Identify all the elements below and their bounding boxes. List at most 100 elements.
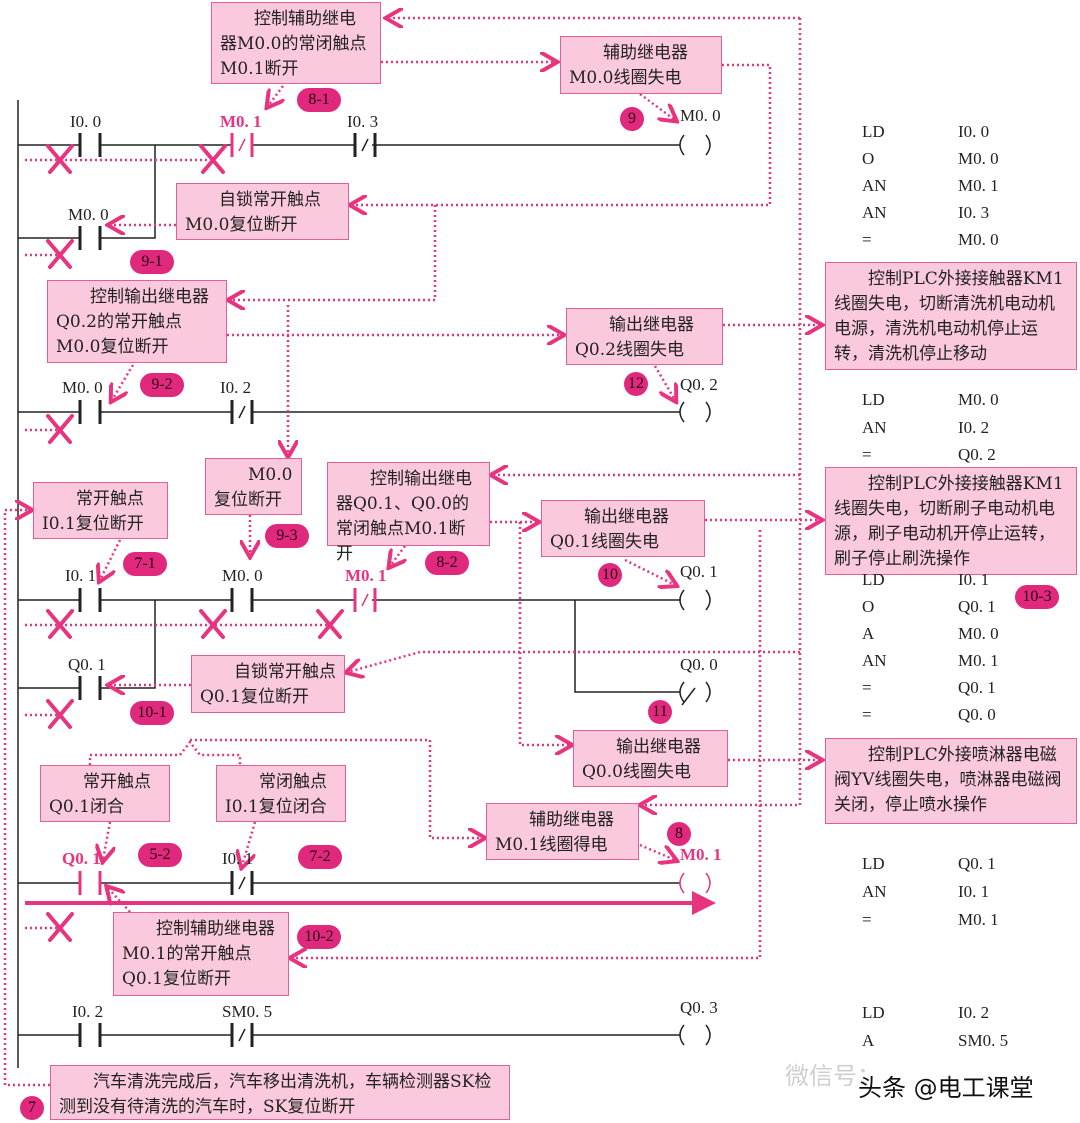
instruction-operand: Q0. 1 xyxy=(958,678,996,697)
element-address-label: M0. 0 xyxy=(62,378,103,397)
broken-x-icon xyxy=(46,912,74,942)
nc-contact-icon xyxy=(230,1023,254,1047)
rungs xyxy=(17,100,680,1068)
annotation-box: 输出继电器Q0.1线圈失电 xyxy=(541,500,705,557)
annotation-box: 输出继电器Q0.2线圈失电 xyxy=(566,308,723,365)
instruction-opcode: = xyxy=(862,445,872,464)
step-badge: 10-2 xyxy=(297,925,341,949)
no-contact-icon xyxy=(78,133,102,157)
no-contact-icon xyxy=(230,588,254,612)
step-badge: 10-3 xyxy=(1015,585,1059,609)
instruction-operand: I0. 3 xyxy=(958,203,990,222)
annotation-box: 辅助继电器M0.0线圈失电 xyxy=(560,36,722,94)
step-badge: 5-2 xyxy=(138,843,182,867)
nc-contact-icon xyxy=(230,400,254,424)
instruction-operand: M0. 1 xyxy=(958,176,999,195)
annotation-box: 控制辅助继电器M0.1的常开触点Q0.1复位断开 xyxy=(113,912,289,996)
instruction-operand: I0. 2 xyxy=(958,417,990,437)
element-address-label: I0. 0 xyxy=(70,112,102,131)
step-badge: 9-2 xyxy=(140,373,184,397)
coil-icon xyxy=(679,589,711,611)
element-address-label: Q0. 1 xyxy=(680,562,718,581)
element-address-label: Q0. 1 xyxy=(62,849,101,868)
instruction-opcode: O xyxy=(862,597,875,616)
step-badge: 12 xyxy=(624,372,648,396)
instruction-operand: M0. 0 xyxy=(958,149,999,168)
instruction-operand: I0. 1 xyxy=(958,570,990,589)
broken-x-icon xyxy=(199,609,227,639)
no-contact-icon xyxy=(78,588,102,612)
element-address-label: Q0. 1 xyxy=(68,655,106,674)
instruction-operand: Q0. 0 xyxy=(958,705,996,724)
instruction-operand: M0. 1 xyxy=(958,910,999,929)
broken-x-icon xyxy=(46,609,74,639)
no-contact-icon xyxy=(78,871,102,895)
annotation-box: 辅助继电器M0.1线圈得电 xyxy=(486,803,639,860)
instruction-operand: I0. 0 xyxy=(958,122,990,141)
step-badge: 8-2 xyxy=(425,551,469,575)
broken-x-icon xyxy=(199,144,227,174)
element-address-label: M0. 1 xyxy=(345,566,387,585)
instruction-opcode: = xyxy=(862,910,872,929)
instruction-opcode: = xyxy=(862,705,872,724)
broken-x-icon xyxy=(316,609,344,639)
element-address-label: M0. 1 xyxy=(220,112,262,131)
element-address-label: I0. 3 xyxy=(347,112,379,131)
nc-slash xyxy=(238,405,246,419)
broken-x-icon xyxy=(46,414,74,444)
element-address-label: I0. 2 xyxy=(220,378,252,397)
element-address-label: Q0. 3 xyxy=(680,998,718,1017)
step-badge: 10 xyxy=(598,563,622,587)
element-address-label: M0. 0 xyxy=(680,106,721,125)
instruction-opcode: AN xyxy=(862,203,887,222)
no-contact-icon xyxy=(78,676,102,700)
element-address-label: Q0. 0 xyxy=(680,655,718,674)
step-badge: 8 xyxy=(667,822,691,846)
nc-slash xyxy=(238,138,246,152)
step-badge: 11 xyxy=(648,700,672,724)
annotation-box: 控制PLC外接喷淋器电磁阀YV线圈失电，喷淋器电磁阀关闭，停止喷水操作 xyxy=(825,738,1077,824)
annotation-box: 常开触点I0.1复位断开 xyxy=(33,482,168,539)
nc-slash xyxy=(361,138,369,152)
element-address-label: I0. 1 xyxy=(65,566,97,585)
element-address-label: Q0. 2 xyxy=(680,375,718,394)
annotation-box: 常闭触点I0.1复位闭合 xyxy=(216,765,346,822)
instruction-opcode: A xyxy=(862,1031,875,1050)
step-badge: 9-3 xyxy=(265,524,309,548)
coil-icon xyxy=(679,401,711,423)
instruction-operand: I0. 2 xyxy=(958,1003,990,1022)
element-address-label: M0. 0 xyxy=(68,205,109,224)
annotation-box: 控制辅助继电器M0.0的常闭触点M0.1断开 xyxy=(211,2,381,84)
instruction-opcode: AN xyxy=(862,651,887,670)
instruction-operand: M0. 0 xyxy=(958,230,999,249)
coil-icon xyxy=(679,134,711,156)
annotation-box: 控制PLC外接接触器KM1线圈失电，切断清洗机电动机电源，清洗机电动机停止运转，… xyxy=(825,262,1077,370)
toutiao-watermark: 头条 @电工课堂 xyxy=(858,1074,1034,1102)
annotation-box: 控制输出继电器Q0.1、Q0.0的常闭触点M0.1断开 xyxy=(327,462,490,564)
step-badge: 7 xyxy=(20,1096,44,1120)
instruction-opcode: = xyxy=(862,230,872,249)
annotation-box: M0.0复位断开 xyxy=(205,458,302,515)
coil-pointer xyxy=(681,687,696,706)
element-address-label: M0. 1 xyxy=(680,845,722,864)
wechat-watermark: 微信号： xyxy=(785,1062,881,1090)
annotation-box: 汽车清洗完成后，汽车移出清洗机，车辆检测器SK检测到没有待清洗的汽车时，SK复位… xyxy=(50,1065,510,1120)
nc-contact-icon xyxy=(230,871,254,895)
annotation-box: 常开触点Q0.1闭合 xyxy=(40,765,170,822)
instruction-opcode: LD xyxy=(862,390,885,409)
step-badge: 9 xyxy=(620,107,644,131)
step-badge: 8-1 xyxy=(297,88,341,112)
annotation-box: 自锁常开触点M0.0复位断开 xyxy=(176,183,349,240)
element-address-label: I0. 2 xyxy=(72,1002,104,1021)
instruction-operand: Q0. 2 xyxy=(958,445,996,464)
nc-contact-icon xyxy=(353,588,377,612)
no-contact-icon xyxy=(78,1023,102,1047)
instruction-operand: M0. 0 xyxy=(958,390,999,409)
coil-icon xyxy=(679,681,711,703)
no-contact-icon xyxy=(78,226,102,250)
annotation-box: 输出继电器Q0.0线圈失电 xyxy=(573,730,728,787)
nc-slash xyxy=(238,1028,246,1042)
instruction-opcode: LD xyxy=(862,854,885,873)
coil-icon xyxy=(679,1024,711,1046)
